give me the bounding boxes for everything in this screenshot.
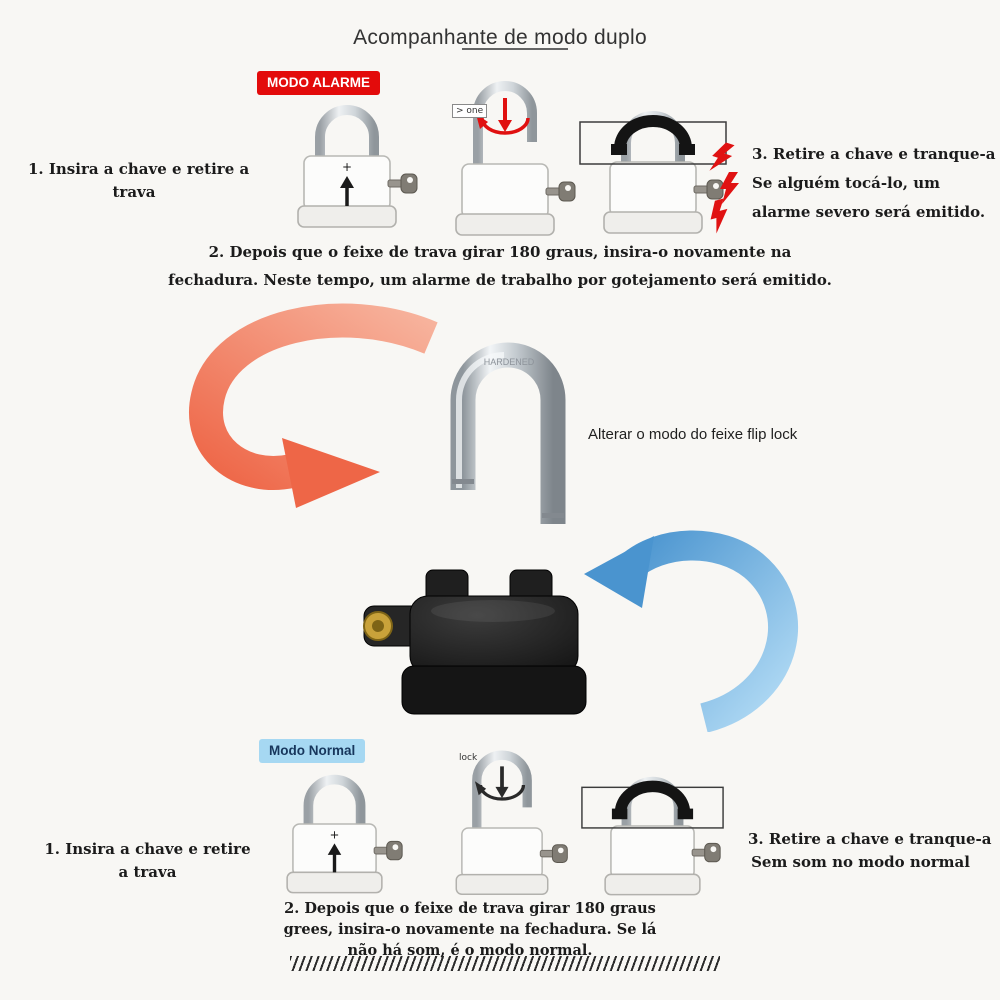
- hatch-divider: [290, 956, 720, 971]
- text-line: 3. Retire a chave e tranque-a: [748, 830, 992, 848]
- text-line: 1. Insira a chave e retire: [44, 840, 251, 858]
- text-line: alarme severo será emitido.: [752, 203, 986, 221]
- text-line: Se alguém tocá-lo, um: [752, 174, 940, 192]
- alarm-step2-text: 2. Depois que o feixe de trava girar 180…: [90, 238, 910, 294]
- normal-step1-text: 1. Insira a chave e retire a trava: [35, 838, 260, 884]
- alarm-step3-text: 3. Retire a chave e tranque-a Se alguém …: [752, 140, 996, 227]
- normal-padlock-insert-key-icon: [286, 766, 403, 894]
- normal-step3-text: 3. Retire a chave e tranque-a Sem som no…: [748, 828, 992, 874]
- text-line: grees, insira-o novamente na fechadura. …: [283, 921, 657, 938]
- flip-mode-caption: Alterar o modo do feixe flip lock: [588, 426, 798, 443]
- alarm-lightning-icon: [706, 142, 739, 234]
- alarm-padlock-insert-key-icon: [297, 96, 418, 228]
- orange-rotate-arrow-icon: [189, 303, 438, 508]
- text-line: a trava: [118, 863, 177, 881]
- alarm-step1-text: 1. Insira a chave e retire a trava: [28, 158, 250, 204]
- page-title: Acompanhante de modo duplo: [353, 26, 647, 49]
- text-line: 2. Depois que o feixe de trava girar 180…: [208, 243, 792, 261]
- shackle-rotate-label: lock: [459, 753, 478, 763]
- normal-padlock-locked-clamp-icon: [580, 768, 725, 896]
- alarm-padlock-rotate-shackle-icon: [455, 72, 576, 236]
- text-line: fechadura. Neste tempo, um alarme de tra…: [168, 271, 832, 289]
- text-line: não há som, é o modo normal.: [347, 942, 593, 959]
- flip-shackle-image: HARDENED: [450, 342, 566, 524]
- normal-mode-badge: Modo Normal: [259, 739, 366, 763]
- title-underline-decoration: [462, 48, 568, 50]
- alarm-mode-badge: MODO ALARME: [257, 71, 380, 95]
- shackle-brand-text: HARDENED: [484, 357, 535, 367]
- text-line: 2. Depois que o feixe de trava girar 180…: [284, 900, 656, 917]
- normal-step2-text: 2. Depois que o feixe de trava girar 180…: [245, 898, 695, 961]
- normal-padlock-rotate-shackle-icon: [455, 742, 569, 895]
- text-line: 1. Insira a chave e retire a: [28, 160, 250, 178]
- shackle-rotate-label: > one: [452, 104, 488, 118]
- text-line: trava: [112, 183, 156, 201]
- text-line: 3. Retire a chave e tranque-a: [752, 145, 996, 163]
- text-line: Sem som no modo normal: [751, 853, 970, 871]
- alarm-lock-body-image: [363, 569, 587, 715]
- blue-rotate-arrow-icon: [584, 530, 798, 732]
